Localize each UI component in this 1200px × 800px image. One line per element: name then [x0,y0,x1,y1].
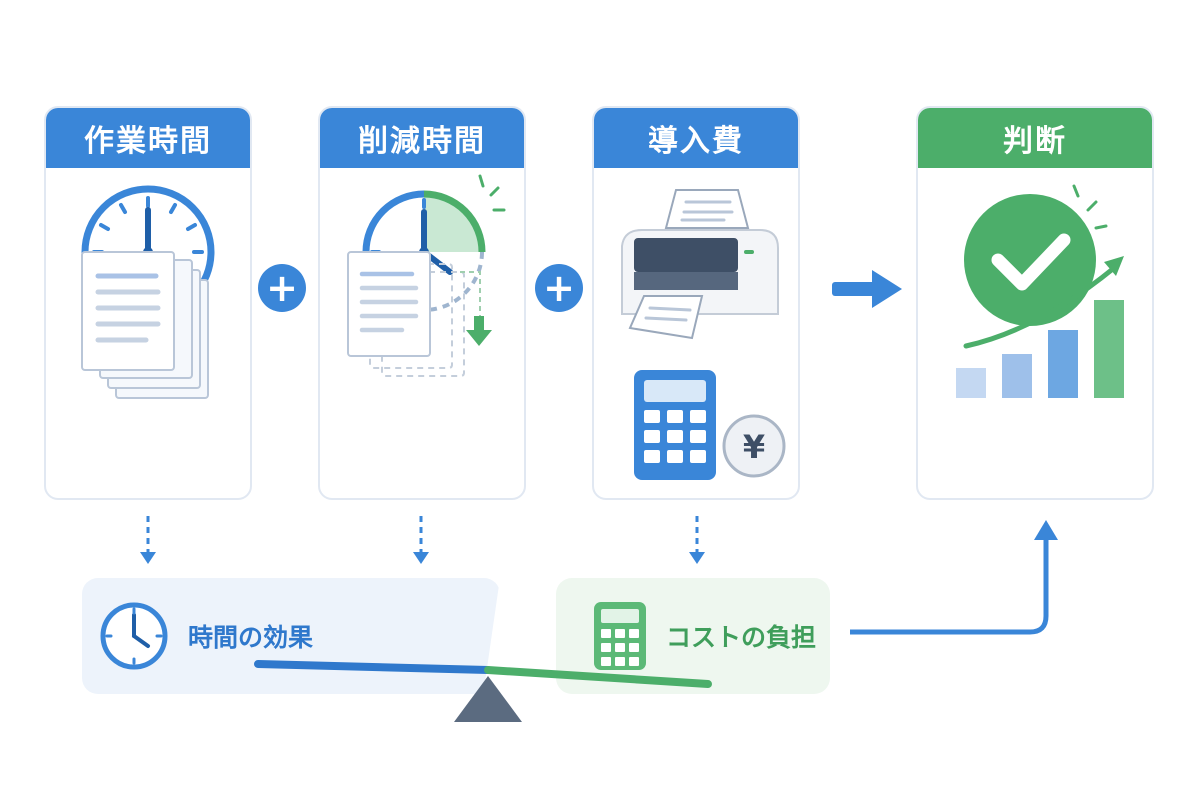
card-title-reduced-time: 削減時間 [358,124,486,159]
dashed-connector-cost [689,516,705,564]
beam-time-side [254,660,492,674]
card-title-decision: 判断 [1003,124,1067,159]
time-effect-clock-icon [100,602,168,670]
dashed-connector-reduced-time [413,516,429,564]
dashed-connector-work-time [140,516,156,564]
plus-sign: + [266,266,298,310]
card-body-reduced-time [320,168,524,498]
card-title-introduction-cost: 導入費 [648,124,744,159]
yen-symbol: ¥ [743,428,765,466]
elbow-arrow-to-decision [850,520,1058,635]
card-title-work-time: 作業時間 [84,124,212,159]
growth-chart-icon [956,256,1124,398]
card-work-time: 作業時間 [44,106,252,500]
card-body-work-time [46,168,250,498]
printer-icon [621,189,779,340]
card-body-decision [918,168,1152,498]
beam-cost-side [484,666,712,688]
time-effect-box: 時間の効果 [82,578,500,694]
time-effect-label: 時間の効果 [188,623,314,652]
card-body-introduction-cost: ¥ [594,168,798,498]
card-header-reduced-time: 削減時間 [320,108,524,168]
fulcrum-triangle [454,676,522,722]
check-circle-icon [964,184,1108,326]
card-introduction-cost: 導入費 [592,106,800,500]
cost-burden-label: コストの負担 [666,623,817,652]
card-header-introduction-cost: 導入費 [594,108,798,168]
right-arrow-to-decision [832,270,902,308]
calculator-icon [634,370,716,480]
plus-operator-1: + [258,264,306,312]
card-header-work-time: 作業時間 [46,108,250,168]
plus-sign: + [543,266,575,310]
documents-icon [81,251,209,399]
cost-burden-calculator-icon [594,602,646,670]
balance-scale [254,660,712,722]
card-header-decision: 判断 [918,108,1152,168]
card-reduced-time: 削減時間 [318,106,526,500]
reduced-documents-icon [347,251,492,377]
plus-operator-2: + [535,264,583,312]
yen-coin-icon: ¥ [722,414,786,478]
card-decision: 判断 [916,106,1154,500]
